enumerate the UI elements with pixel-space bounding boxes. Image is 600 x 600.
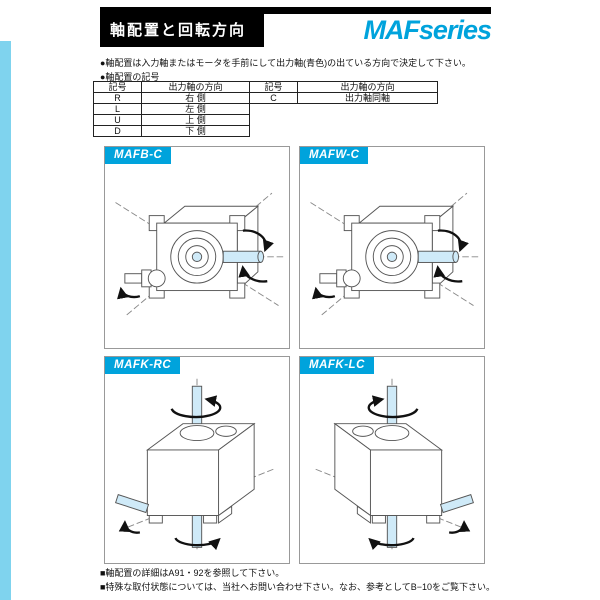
footer-notes: ■軸配置の詳細はA91・92を参照して下さい。 ■特殊な取付状態については、当社… bbox=[100, 567, 500, 594]
note-line: ●軸配置の記号 bbox=[100, 71, 160, 82]
gearbox-isometric-drawing bbox=[303, 165, 481, 329]
col-header-direction: 出力軸の方向 bbox=[297, 81, 438, 93]
panel-mafb-c: MAFB-C bbox=[104, 146, 290, 349]
table-cell: L bbox=[93, 103, 142, 115]
intro-notes: ●軸配置は入力軸またはモータを手前にして出力軸(青色)の出ている方向で決定して下… bbox=[100, 57, 500, 85]
panel-label: MAFB-C bbox=[105, 147, 172, 164]
gearbox-vertical-drawing-mirrored bbox=[303, 375, 481, 553]
table-cell: 左 側 bbox=[141, 103, 250, 115]
panel-label: MAFK-LC bbox=[300, 357, 374, 374]
table-cell: 出力軸同軸 bbox=[297, 92, 438, 104]
footer-note: ■特殊な取付状態については、当社へお問い合わせ下さい。なお、参考としてB−10を… bbox=[100, 581, 495, 592]
gearbox-isometric-drawing bbox=[108, 165, 286, 329]
table-cell: R bbox=[93, 92, 142, 104]
header-top-bar bbox=[100, 7, 491, 14]
table-cell: 上 側 bbox=[141, 114, 250, 126]
symbol-table-right: 記号 出力軸の方向 C 出力軸同軸 bbox=[249, 81, 438, 104]
table-cell: D bbox=[93, 125, 142, 137]
panel-mafk-lc: MAFK-LC bbox=[299, 356, 485, 564]
panel-mafw-c: MAFW-C bbox=[299, 146, 485, 349]
col-header-symbol: 記号 bbox=[93, 81, 142, 93]
page-title: 軸配置と回転方向 bbox=[100, 14, 265, 47]
col-header-direction: 出力軸の方向 bbox=[141, 81, 250, 93]
table-cell: U bbox=[93, 114, 142, 126]
symbol-table-left: 記号 出力軸の方向 R 右 側 L 左 側 U 上 側 D 下 側 bbox=[93, 81, 250, 137]
panel-label: MAFK-RC bbox=[105, 357, 181, 374]
symbol-table: 記号 出力軸の方向 R 右 側 L 左 側 U 上 側 D 下 側 記号 出力軸… bbox=[93, 81, 438, 137]
table-cell: 下 側 bbox=[141, 125, 250, 137]
table-cell: 右 側 bbox=[141, 92, 250, 104]
panel-label: MAFW-C bbox=[300, 147, 369, 164]
page-edge-strip bbox=[0, 41, 11, 600]
col-header-symbol: 記号 bbox=[249, 81, 298, 93]
page-header: 軸配置と回転方向 MAFseries bbox=[100, 7, 492, 47]
panel-mafk-rc: MAFK-RC bbox=[104, 356, 290, 564]
gearbox-vertical-drawing bbox=[108, 375, 286, 553]
footer-note: ■軸配置の詳細はA91・92を参照して下さい。 bbox=[100, 568, 285, 578]
series-logo: MAFseries bbox=[363, 15, 492, 45]
note-line: ●軸配置は入力軸またはモータを手前にして出力軸(青色)の出ている方向で決定して下… bbox=[100, 58, 471, 68]
table-cell: C bbox=[249, 92, 298, 104]
